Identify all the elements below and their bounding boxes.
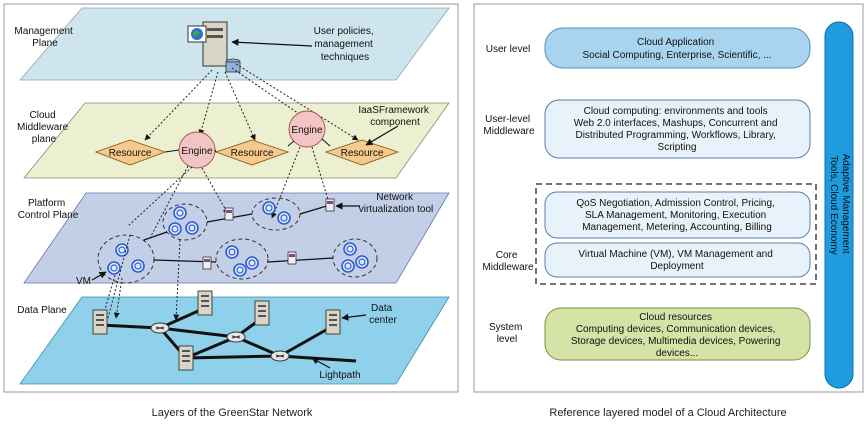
level-system: System level [489, 322, 525, 345]
control-plane [23, 192, 450, 284]
lightpath-annotation: Lightpath [319, 370, 360, 381]
level-core-middleware: Core Middleware [482, 250, 534, 273]
user-policies-annotation: User policies, management techniques [314, 26, 377, 63]
vm-box [544, 242, 811, 278]
svg-text:Virtual Machine (VM), VM Manag: Virtual Machine (VM), VM Management and … [578, 249, 775, 272]
svg-text:Resource: Resource [341, 148, 384, 159]
level-user: User level [486, 44, 530, 55]
svg-text:Engine: Engine [291, 125, 323, 136]
adaptive-management-label: Adaptive Management Tools, Cloud Economy [828, 154, 851, 257]
cloud-resources-box [544, 307, 811, 361]
svg-text:Cloud computing: environments: Cloud computing: environments and tools … [574, 106, 781, 153]
network-virtualization-annotation: Network virtualization tool [359, 192, 433, 215]
left-panel: Management Plane Cloud Middleware plane … [3, 3, 459, 393]
svg-text:Engine: Engine [181, 146, 213, 157]
vm-annotation: VM [76, 276, 91, 287]
resource-node-3: Resource [324, 139, 400, 166]
cloud-computing-box [544, 99, 811, 159]
iaas-annotation: IaaSFramework component [358, 105, 431, 128]
svg-text:Resource: Resource [231, 148, 274, 159]
level-user-middleware: User-level Middleware [483, 114, 535, 137]
control-plane-label: Platform Control Plane [18, 198, 79, 221]
svg-text:Resource: Resource [109, 148, 152, 159]
data-plane-label: Data Plane [17, 305, 67, 316]
svg-text:Cloud Application Social: Cloud Application Social Computing, Ente… [583, 37, 772, 61]
middleware-plane-label: Cloud Middleware plane [17, 110, 71, 145]
qos-box [544, 191, 811, 239]
resource-node-1: Resource [94, 139, 167, 166]
right-caption: Reference layered model of a Cloud Archi… [549, 407, 786, 419]
adaptive-management-bar [824, 21, 854, 389]
resource-node-2: Resource [214, 139, 290, 166]
svg-text:Cloud resources Computin: Cloud resources Computing devices, Commu… [571, 312, 783, 359]
data-center-annotation: Data center [369, 303, 397, 326]
management-plane-label: Management Plane [14, 26, 75, 49]
engine-node-1: Engine [178, 131, 216, 169]
cloud-application-box [544, 27, 811, 69]
management-server-icon [187, 21, 241, 73]
engine-node-2: Engine [288, 110, 326, 148]
left-caption: Layers of the GreenStar Network [152, 407, 313, 419]
core-middleware-container [535, 183, 817, 285]
right-panel: Adaptive Management Tools, Cloud Economy… [473, 3, 864, 393]
svg-text:QoS Negotiation, Admission Con: QoS Negotiation, Admission Control, Pric… [576, 198, 777, 233]
